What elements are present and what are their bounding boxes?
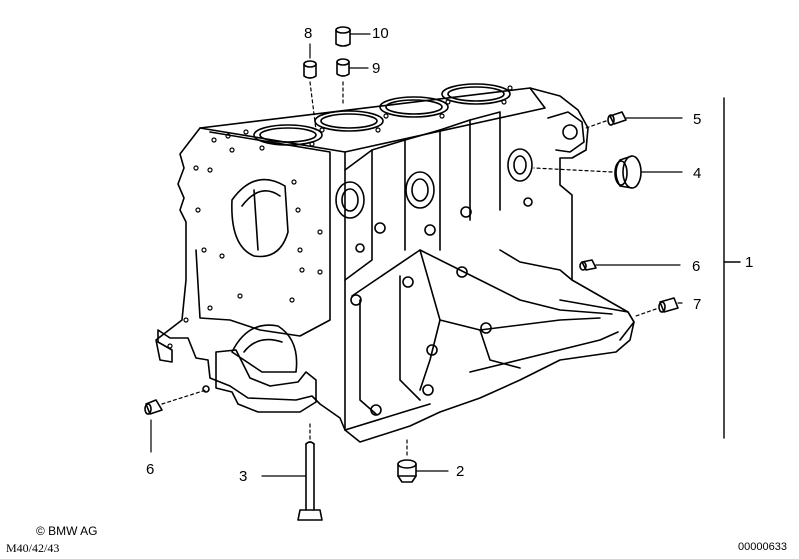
part-7-plug (635, 297, 683, 317)
callout-5: 5 (693, 111, 701, 128)
callout-labels: 1 2 3 4 5 6 6 7 8 9 10 (146, 25, 753, 485)
part-5-dowel (585, 111, 683, 129)
part-9-sleeve (336, 58, 369, 105)
callout-2: 2 (456, 463, 464, 480)
part-6-right-plug (579, 259, 681, 271)
callout-3: 3 (239, 468, 247, 485)
callout-9: 9 (372, 60, 380, 77)
callout-1: 1 (745, 254, 753, 271)
part-3-bolt (261, 423, 323, 521)
part-6-left-plug (144, 385, 210, 453)
part-10-plug (335, 26, 371, 47)
callout-8: 8 (304, 25, 312, 42)
part-2-cap (397, 439, 449, 483)
callout-6-left: 6 (146, 461, 154, 478)
bolt-holes (167, 85, 513, 349)
copyright-notice: © BMW AG (36, 524, 98, 538)
part-4-seal (533, 155, 683, 189)
part-8-dowel (303, 43, 317, 131)
callout-4: 4 (693, 165, 701, 182)
callout-7: 7 (693, 296, 701, 313)
assembly-bracket (723, 97, 741, 439)
callout-6-right: 6 (692, 258, 700, 275)
callout-10: 10 (372, 25, 389, 42)
model-code: M40/42/43 (6, 541, 60, 555)
document-number: 00000633 (738, 541, 787, 553)
engine-block (155, 83, 635, 443)
